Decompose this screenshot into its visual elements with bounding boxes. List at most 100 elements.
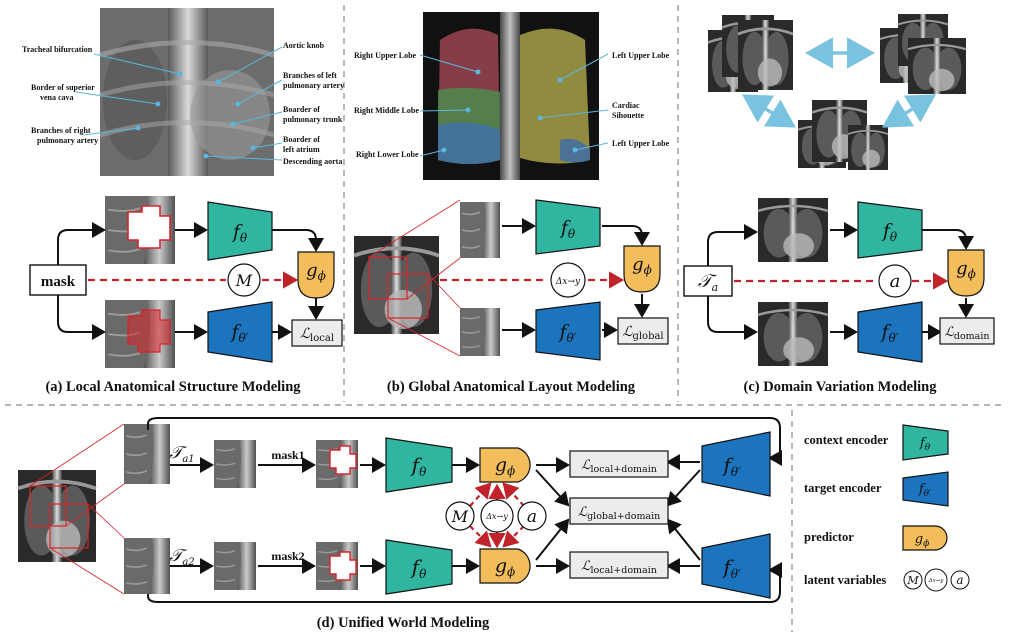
legend-latent-m [903, 570, 923, 590]
panel-b-xray [423, 12, 599, 180]
legend-latent-a-label: a [956, 573, 963, 587]
panel-b-latent-delta-label: Δx→y [555, 277, 581, 287]
annotation-left-pa-2: pulmonary artery [283, 81, 344, 90]
panel-a-context-encoder [207, 201, 273, 261]
annotation-right-pa-2: pulmonary artery [37, 136, 98, 145]
panel-d-latent-delta [480, 499, 514, 533]
panel-b-predictor [623, 245, 661, 293]
panel-a-mask-bottom [127, 309, 171, 353]
legend-latent-delta [924, 568, 948, 592]
panel-d-latent-a [517, 501, 547, 531]
panel-d-loss-mid [569, 497, 669, 525]
panel-d-mask1: mask1 [271, 448, 304, 462]
panel-c-loss: ℒdomain [944, 325, 989, 342]
legend-latent-m-label: M [906, 574, 919, 587]
annotation-right-middle-lobe: Right Middle Lobe [354, 106, 419, 115]
annotation-la-1: Boarder of [283, 135, 320, 144]
panel-d-g-phi-top: gϕ [495, 454, 515, 478]
panel-b-crop-bottom [459, 307, 501, 357]
panel-a-latent-m-label: M [235, 271, 253, 290]
panel-d-mask2: mask2 [271, 549, 304, 563]
mask-label: mask [41, 274, 76, 290]
panel-c-view-bottom [756, 300, 830, 368]
panel-a: Tracheal bifurcation Border of superior … [22, 8, 344, 395]
panel-d-loss-bottom-label: ℒlocal+domain [581, 559, 657, 576]
panel-b-context-encoder [535, 199, 601, 255]
dividers [5, 5, 1004, 632]
panel-d-loss-top [569, 450, 669, 478]
annotation-cardiac-2: Sihouette [612, 111, 644, 120]
panel-c-caption: (c) Domain Variation Modeling [744, 379, 938, 395]
panel-a-latent-m [227, 263, 261, 297]
panel-c-f-theta-prime: fθ′ [880, 321, 899, 345]
panel-d-context-encoder-top [385, 437, 453, 493]
panel-b-loss-box [617, 317, 669, 345]
legend-predictor-label: predictor [804, 530, 854, 544]
panel-a-g-phi: gϕ [306, 260, 326, 283]
panel-a-target-encoder [207, 301, 273, 363]
panel-d-aug-bottom [213, 541, 257, 591]
panel-c: 𝒯a fθ fθ′ gϕ a ℒdomain (c) Domain Variat… [683, 12, 995, 395]
panel-b-g-phi: gϕ [632, 254, 652, 277]
panel-d-target-encoder-top [701, 431, 771, 497]
panel-d-target-encoder-bottom [701, 533, 771, 599]
legend-latent-a [950, 570, 970, 590]
panel-c-view-top [756, 196, 830, 264]
legend-context-encoder-label: context encoder [804, 433, 889, 447]
panel-b-crop-box-2 [387, 273, 429, 319]
legend-f-theta-prime: fθ′ [918, 482, 931, 499]
annotation-aortic-knob: Aortic knob [283, 41, 325, 50]
legend: context encoder fθ target encoder fθ′ pr… [804, 424, 970, 592]
legend-latent-delta-label: Δx→y [928, 578, 945, 584]
annotation-pt-1: Boarder of [283, 105, 320, 114]
panel-b-target-encoder [535, 301, 601, 361]
panel-d-latent-m-label: M [451, 507, 469, 526]
panel-c-loss-box [939, 317, 995, 345]
panel-a-f-theta-prime: fθ′ [230, 321, 249, 345]
panel-d-crop-bottom [123, 537, 171, 595]
panel-b-f-theta: fθ [559, 217, 576, 241]
panel-d-predictor-bottom [479, 548, 531, 584]
annotation-svc-1: Border of superior [31, 83, 95, 92]
panel-d-crop-top [123, 423, 171, 485]
panel-c-predictor [947, 249, 985, 297]
mask-box [29, 264, 87, 296]
annotation-la-2: left atrium [283, 145, 320, 154]
panel-d-caption: (d) Unified World Modeling [317, 615, 490, 631]
panel-d-aug-top [213, 439, 257, 489]
panel-c-stack-right [878, 12, 968, 96]
annotation-left-upper-lobe-2: Left Upper Lobe [612, 139, 670, 148]
legend-latent-label: latent variables [804, 573, 886, 587]
panel-d-context-encoder-bottom [385, 539, 453, 595]
panel-d: 𝒯a1 𝒯a2 mask1 mask2 fθ fθ [16, 417, 780, 631]
panel-b-f-theta-prime: fθ′ [558, 321, 577, 345]
legend-target-encoder-shape [902, 471, 949, 507]
annotation-right-pa-1: Branches of right [31, 126, 91, 135]
legend-predictor-shape [902, 525, 948, 551]
panel-b-loss: ℒglobal [622, 324, 663, 342]
panel-d-predictor-top [479, 447, 531, 483]
panel-b-leaders [419, 53, 609, 157]
panel-a-f-theta: fθ [231, 221, 248, 245]
panel-c-stack-left [706, 13, 795, 94]
panel-c-blue-arrows [742, 37, 936, 128]
panel-b-crop-top [459, 201, 501, 259]
legend-f-theta: fθ [919, 436, 931, 453]
panel-b-source-xray [352, 234, 441, 336]
panel-d-latent-delta-label: Δx→y [485, 512, 508, 521]
panel-a-xray [99, 8, 275, 176]
panel-d-loss-top-label: ℒlocal+domain [581, 458, 657, 475]
panel-d-latent-m [445, 501, 475, 531]
legend-context-encoder-shape [902, 424, 949, 461]
panel-d-g-phi-bottom: gϕ [495, 555, 515, 579]
annotation-left-pa-1: Branches of left [283, 71, 337, 80]
annotation-descending-aorta: Descending aorta [283, 157, 342, 166]
annotation-right-upper-lobe: Right Upper Lobe [354, 51, 417, 60]
panel-c-stack-bottom [797, 98, 889, 171]
annotation-svc-2: vena cava [40, 93, 74, 102]
panel-a-loss-box [291, 319, 343, 347]
panel-c-target-encoder [857, 301, 923, 363]
panel-d-loss-mid-label: ℒglobal+domain [578, 505, 661, 522]
panel-a-mask-top [127, 205, 171, 249]
